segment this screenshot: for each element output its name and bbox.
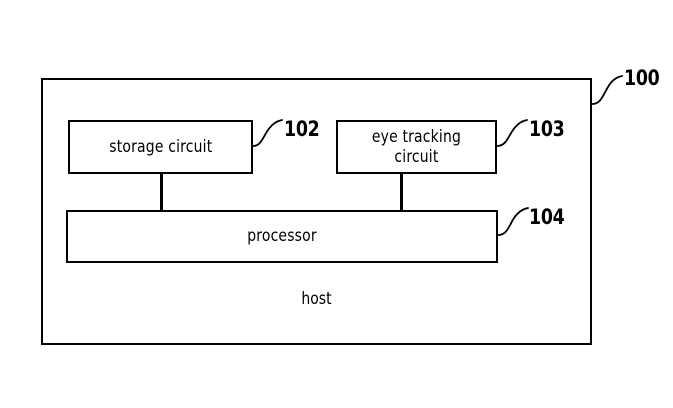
reference-numeral-102: 102 (284, 117, 320, 141)
connector-storage-to-processor (160, 172, 163, 212)
storage-circuit-block: storage circuit (68, 120, 253, 174)
eye-tracking-circuit-block: eye tracking circuit (336, 120, 497, 174)
host-label: host (301, 289, 332, 308)
processor-label: processor (247, 226, 317, 246)
storage-circuit-label: storage circuit (108, 136, 213, 156)
reference-numeral-104: 104 (529, 205, 565, 229)
reference-numeral-100: 100 (624, 66, 660, 90)
processor-block: processor (66, 210, 498, 263)
leader-line-100 (591, 75, 623, 105)
connector-eye-tracking-to-processor (400, 172, 403, 212)
reference-numeral-103: 103 (529, 117, 565, 141)
eye-tracking-circuit-label: eye tracking circuit (371, 126, 462, 166)
